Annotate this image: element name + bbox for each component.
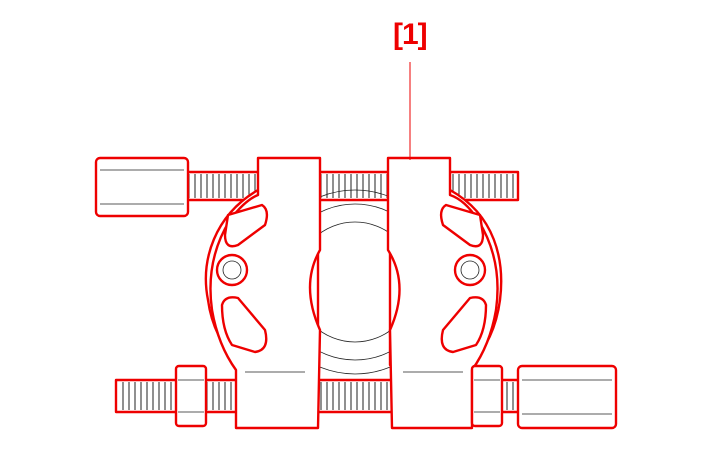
bottom-right-coupling-nut: [516, 364, 618, 430]
right-separator-half: [386, 156, 499, 430]
bottom-left-nut: [174, 364, 208, 428]
bottom-right-nut: [470, 364, 504, 428]
top-left-coupling-nut: [94, 156, 190, 218]
callout-label-1: [1]: [393, 18, 428, 51]
left-separator-half: [209, 156, 322, 430]
top-threaded-rod: [184, 170, 520, 202]
